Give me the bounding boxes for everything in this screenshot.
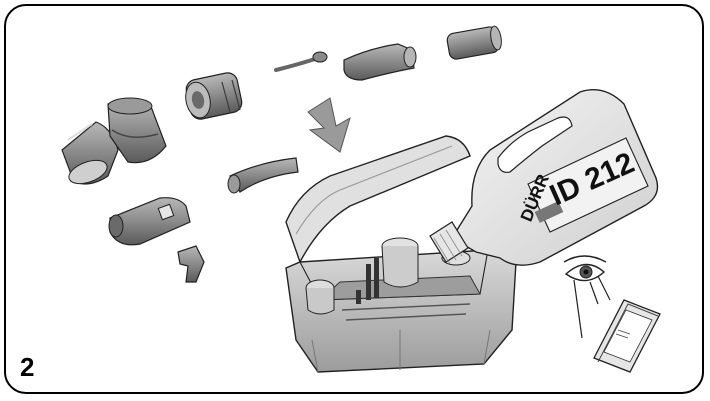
- angled-adapter-part: [344, 44, 416, 80]
- eye-icon: [564, 256, 606, 281]
- spoon-tool-part: [276, 52, 327, 70]
- handpiece-valve-part: [109, 198, 190, 245]
- curved-tube-part: [228, 158, 298, 193]
- figure-number: 2: [20, 352, 34, 383]
- insert-direction-arrow: [308, 98, 350, 152]
- elbow-fitting-part: [178, 246, 204, 282]
- straight-connector-part: [446, 25, 503, 60]
- instruction-manual-icon: [574, 276, 660, 372]
- threaded-coupling-part: [183, 71, 244, 121]
